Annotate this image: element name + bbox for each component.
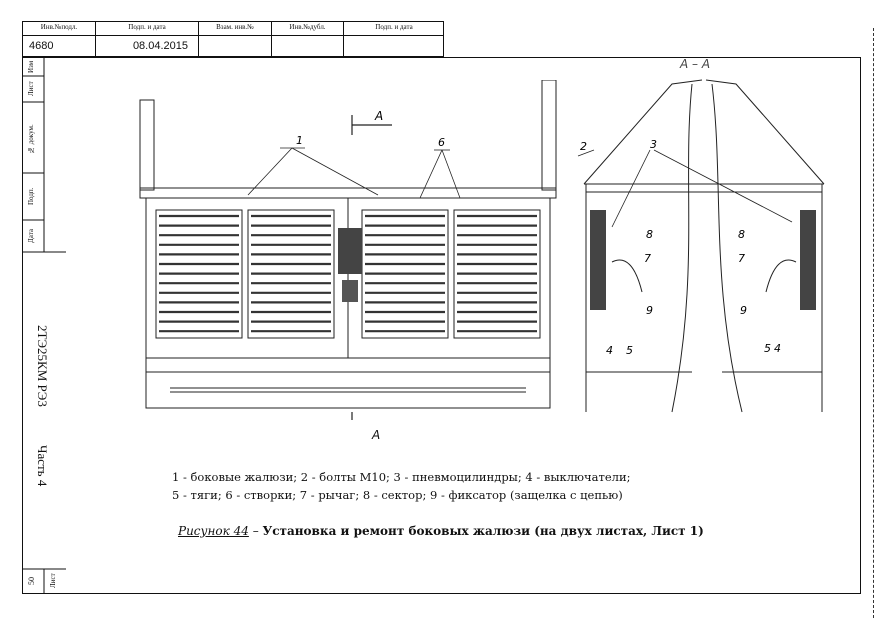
stamp-header-inv-dubl: Инв.№дубл.	[272, 22, 344, 36]
drawing-frame	[22, 57, 861, 594]
figure-title: Установка и ремонт боковых жалюзи (на дв…	[262, 524, 704, 538]
callout-7-left: 7	[644, 252, 651, 265]
legend-line-2: 5 - тяги; 6 - створки; 7 - рычаг; 8 - се…	[172, 488, 623, 502]
section-view-drawing: 3 2 8 7 9 4 5 8 7 9 5 4	[577, 79, 825, 413]
sheet-number: 50	[27, 577, 36, 585]
side-grid	[22, 57, 66, 594]
callout-8-right: 8	[738, 228, 745, 241]
side-column: Изм Лист № докум. Подп. Дата 2ТЭ25КМ РЭ3…	[22, 57, 66, 594]
side-label-podp: Подп.	[27, 187, 35, 205]
figure-dash: –	[248, 524, 263, 538]
stamp-dubl-value	[272, 36, 344, 58]
callout-4-right: 4	[774, 342, 781, 355]
stamp-header-podp-data: Подп. и дата	[96, 22, 199, 36]
callout-6: 6	[438, 136, 445, 149]
stamp-podp-value	[344, 36, 444, 58]
stamp-inv-number: 4680	[23, 36, 96, 58]
stamp-header-inv-podl: Инв.№подл.	[23, 22, 96, 36]
doc-part: Часть 4	[35, 445, 50, 487]
callout-8-left: 8	[646, 228, 653, 241]
callout-2: 2	[580, 140, 587, 153]
side-label-data: Дата	[27, 229, 35, 243]
callout-7-right: 7	[738, 252, 745, 265]
front-view-drawing: 1 6 А	[139, 80, 557, 420]
stamp-date: 08.04.2015	[96, 36, 199, 58]
side-sheet-label: Лист	[49, 573, 57, 589]
section-title: А – А	[680, 57, 711, 71]
callout-1: 1	[296, 134, 303, 147]
side-label-doc: № докум.	[27, 124, 35, 155]
stamp-vzam-value	[199, 36, 272, 58]
callout-5-right: 5	[764, 342, 771, 355]
callout-9-left: 9	[646, 304, 653, 317]
doc-code: 2ТЭ25КМ РЭ3	[35, 325, 50, 407]
callout-5-left: 5	[626, 344, 633, 357]
cut-label-bottom: А	[372, 428, 381, 442]
figure-label: Рисунок 44	[178, 524, 249, 538]
callout-4-left: 4	[606, 344, 613, 357]
callout-9-right: 9	[740, 304, 747, 317]
cut-label-top: А	[374, 109, 383, 123]
figure-caption: Рисунок 44 – Установка и ремонт боковых …	[178, 524, 704, 538]
cut-line	[873, 28, 874, 618]
legend-line-1: 1 - боковые жалюзи; 2 - болты М10; 3 - п…	[172, 470, 631, 484]
side-label-list: Лист	[27, 81, 35, 97]
stamp-table: Инв.№подл. Подп. и дата Взам. инв.№ Инв.…	[22, 21, 444, 58]
stamp-header-podp-data-2: Подп. и дата	[344, 22, 444, 36]
stamp-header-vzam: Взам. инв.№	[199, 22, 272, 36]
callout-3: 3	[650, 138, 657, 151]
side-label-izm: Изм	[27, 60, 35, 74]
